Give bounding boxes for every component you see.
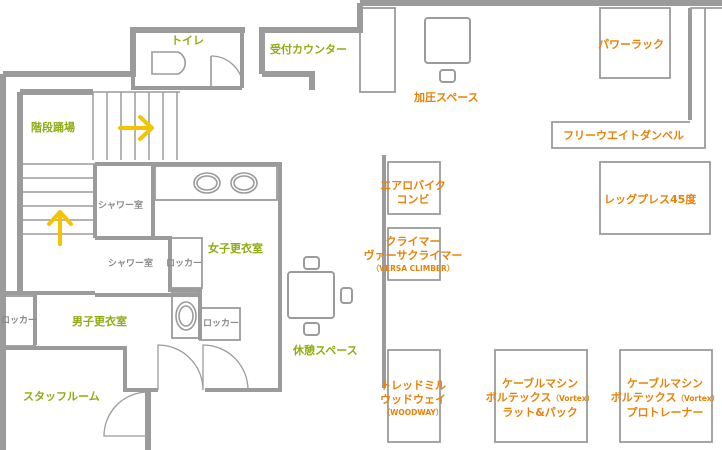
- arrow-right-icon: [118, 115, 154, 141]
- arrow-up-icon: [47, 210, 73, 246]
- treadmill-label: トレッドミル ウッドウェイ （WOODWAY）: [380, 379, 446, 417]
- locker-label: ロッカー: [1, 316, 38, 326]
- reception-counter-label: 受付カウンター: [270, 43, 347, 56]
- shower-room-label: シャワー室: [108, 259, 154, 269]
- locker-label: ロッカー: [203, 319, 240, 329]
- rest-table: [287, 256, 353, 336]
- free-weight-dumbbell-label: フリーウエイトダンベル: [563, 129, 684, 142]
- doors: [103, 55, 249, 437]
- shower-room-label: シャワー室: [98, 201, 144, 211]
- leg-press-label: レッグプレス45度: [604, 193, 697, 206]
- stairs-landing-label: 階段踊場: [31, 121, 75, 134]
- aerobike-label: エアロバイク コンビ: [380, 179, 446, 207]
- locker-label: ロッカー: [166, 259, 203, 269]
- toilet-label: トイレ: [171, 34, 204, 47]
- cable-machine-pro-trainer-label: ケーブルマシン ボルテックス（Vortex） プロトレーナー: [610, 377, 720, 419]
- rest-space-label: 休憩スペース: [293, 344, 358, 357]
- fixtures: [151, 51, 258, 331]
- staff-room-label: スタッフルーム: [23, 390, 100, 403]
- power-rack-label: パワーラック: [598, 38, 664, 51]
- pressure-space-furniture: [424, 17, 471, 83]
- pressurized-space-label: 加圧スペース: [414, 91, 479, 104]
- interior-walls: [5, 8, 692, 392]
- versa-climber-label: クライマー ヴァーサクライマー （VERSA CLIMBER）: [363, 235, 463, 273]
- mens-locker-room-label: 男子更衣室: [72, 315, 127, 328]
- cable-machine-lat-pack-label: ケーブルマシン ボルテックス（Vortex） ラット&パック: [485, 377, 595, 419]
- womens-locker-room-label: 女子更衣室: [208, 242, 263, 255]
- thin-walls: [0, 7, 722, 443]
